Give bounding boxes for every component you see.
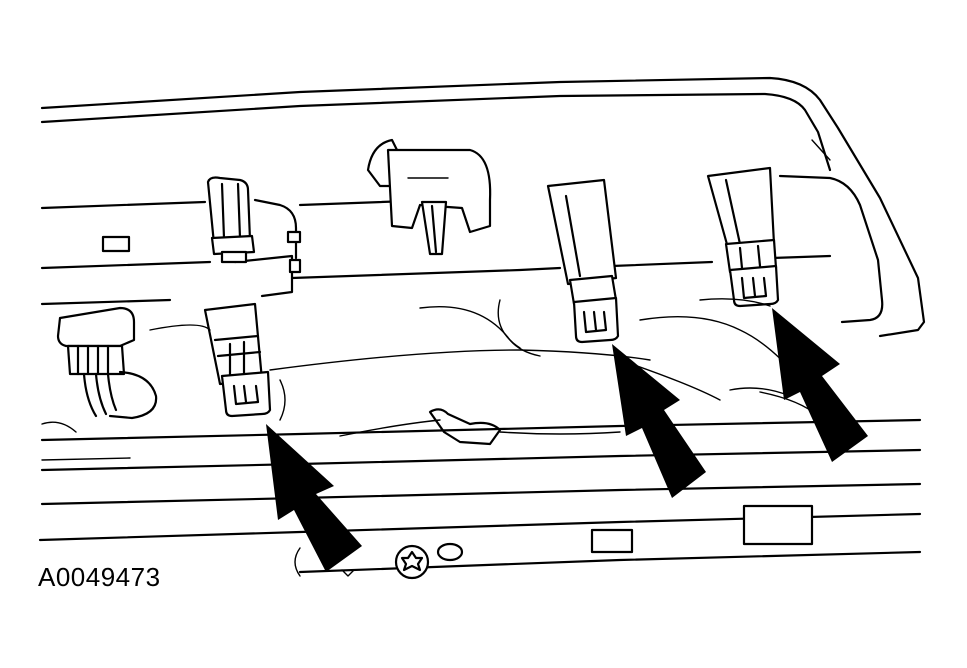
- rail-mounting-bracket: [206, 176, 256, 264]
- callout-arrow-middle: [612, 344, 706, 498]
- panel-window: [742, 504, 814, 546]
- injector-right: [706, 166, 780, 308]
- panel-slot: [590, 528, 634, 554]
- injector-middle: [546, 178, 620, 344]
- lower-panel: [38, 418, 922, 580]
- torx-fastener: [394, 544, 430, 580]
- intake-housing-outline: [40, 76, 926, 338]
- center-bracket: [366, 138, 492, 256]
- injector-left: [203, 302, 272, 418]
- rail-slot: [101, 235, 131, 253]
- callout-arrow-left: [266, 424, 362, 572]
- engine-background-contours: [41, 298, 819, 446]
- harness-connector-left: [56, 306, 158, 420]
- figure-reference-number: A0049473: [38, 562, 161, 592]
- callout-arrow-right: [772, 308, 868, 462]
- fuel-rail: [40, 196, 832, 306]
